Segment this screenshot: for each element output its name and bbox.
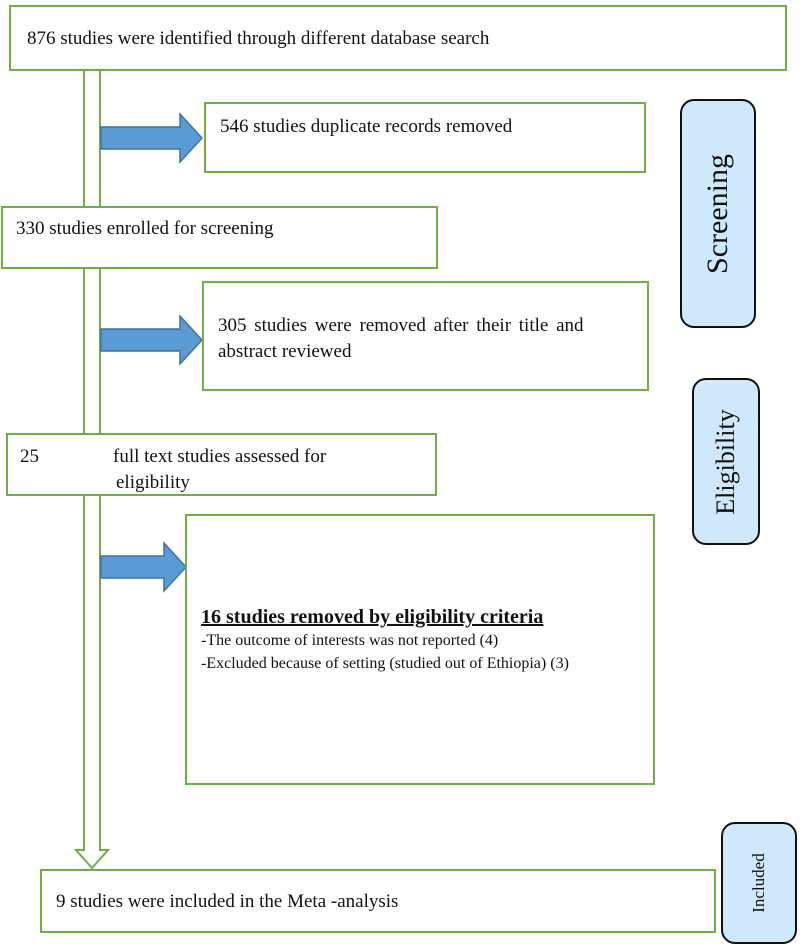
fulltext-line-2: eligibility xyxy=(116,472,190,493)
stage-included-label: Included xyxy=(749,853,768,913)
identified-box: 876 studies were identified through diff… xyxy=(9,5,787,71)
eligibility-removed-box: 16 studies removed by eligibility criter… xyxy=(185,514,655,785)
fulltext-line-1: full text studies assessed for xyxy=(113,446,327,467)
eligibility-reason-2: -Excluded because of setting (studied ou… xyxy=(201,655,569,672)
title-removed-box: 305 studies were removed after their tit… xyxy=(202,281,649,391)
eligibility-reason-1: -The outcome of interests was not report… xyxy=(201,632,499,649)
duplicates-box: 546 studies duplicate records removed xyxy=(204,102,646,173)
fulltext-count: 25 xyxy=(20,446,39,467)
fulltext-box: 25 full text studies assessed for eligib… xyxy=(6,433,437,496)
arrow-to-duplicates xyxy=(100,112,204,164)
included-box: 9 studies were included in the Meta -ana… xyxy=(40,869,716,933)
stage-screening-label: Screening xyxy=(701,153,734,274)
eligibility-removed-title: 16 studies removed by eligibility criter… xyxy=(201,606,544,628)
duplicates-text: 546 studies duplicate records removed xyxy=(220,116,513,137)
stage-eligibility: Eligibility xyxy=(692,378,760,545)
screening-box: 330 studies enrolled for screening xyxy=(1,206,438,269)
stage-included: Included xyxy=(721,822,797,944)
arrow-to-eligibility-removed xyxy=(100,541,188,593)
stage-eligibility-label: Eligibility xyxy=(711,408,740,515)
screening-text: 330 studies enrolled for screening xyxy=(16,218,274,239)
title-removed-line-1: 305 studies were removed after their tit… xyxy=(218,315,584,336)
identified-text: 876 studies were identified through diff… xyxy=(27,28,490,49)
arrow-to-title-removed xyxy=(100,314,204,366)
title-removed-line-2: abstract reviewed xyxy=(218,341,352,362)
included-text: 9 studies were included in the Meta -ana… xyxy=(56,891,399,912)
stage-screening: Screening xyxy=(680,99,756,328)
